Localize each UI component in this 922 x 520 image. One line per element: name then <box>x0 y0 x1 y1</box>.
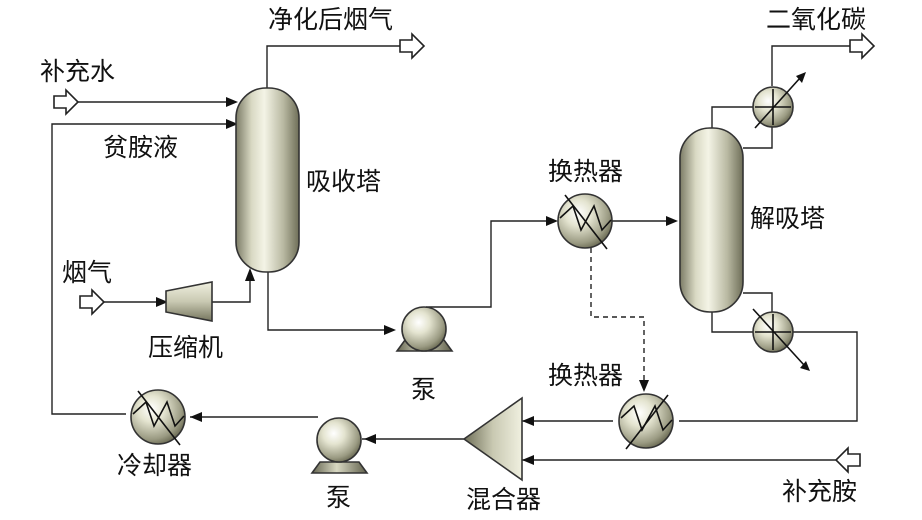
stream-terminals <box>53 32 876 474</box>
terminal-makeup-amine-icon <box>834 446 861 474</box>
label-flue-gas: 烟气 <box>62 258 112 287</box>
mixer-icon <box>462 396 523 482</box>
arrow-to-mixer-top <box>522 416 534 426</box>
terminal-clean-gas-icon <box>399 32 426 60</box>
line-co2 <box>771 45 850 86</box>
line-condenser-return <box>743 127 773 149</box>
arrow-to-cooler <box>190 412 202 422</box>
label-makeup-water: 补充水 <box>40 57 115 86</box>
line-desorber-to-reboiler <box>711 311 755 333</box>
desorber-column <box>679 127 744 313</box>
line-comp-to-absorber <box>212 278 251 303</box>
line-heat-link <box>590 248 645 384</box>
label-desorber: 解吸塔 <box>750 204 825 233</box>
lean-pump-icon <box>310 417 369 474</box>
arrow-heat-link <box>639 380 649 392</box>
terminal-makeup-water-icon <box>53 88 80 116</box>
compressor-icon <box>165 281 213 322</box>
arrow-to-desorber <box>666 216 678 226</box>
label-co2: 二氧化碳 <box>766 5 866 34</box>
flow-arrows <box>156 97 678 465</box>
condenser-icon <box>752 72 806 129</box>
line-clean-gas <box>266 45 400 90</box>
line-reboiler-vapor <box>743 292 773 312</box>
arrow-to-lean-pump <box>364 434 376 444</box>
heat-exchanger-top-icon <box>557 193 613 250</box>
terminal-flue-gas-icon <box>79 288 106 316</box>
label-mixer: 混合器 <box>466 485 541 514</box>
label-heat-exchanger-bottom: 换热器 <box>548 361 623 390</box>
heat-exchanger-bottom-icon <box>618 393 674 450</box>
label-heat-exchanger-top: 换热器 <box>548 157 623 186</box>
arrow-water-in <box>226 97 238 107</box>
rich-pump-icon <box>395 306 454 352</box>
label-cooler: 冷却器 <box>117 451 192 480</box>
arrow-gas-in <box>245 268 255 281</box>
line-pump-to-hx <box>426 220 548 308</box>
arrow-to-mixer-bottom <box>522 455 534 465</box>
line-lean-amine <box>51 123 228 415</box>
line-reboiler-to-hx <box>679 331 858 422</box>
label-lean-pump: 泵 <box>326 483 351 512</box>
process-lines <box>51 45 858 461</box>
cooler-icon <box>130 389 186 446</box>
label-makeup-amine: 补充胺 <box>782 477 857 506</box>
reboiler-icon <box>752 308 810 371</box>
label-clean-flue-gas: 净化后烟气 <box>268 5 393 34</box>
line-absorber-to-pump <box>267 272 386 331</box>
label-absorber: 吸收塔 <box>306 167 381 196</box>
arrow-lean-in <box>226 119 238 129</box>
line-desorber-to-condenser <box>711 106 754 128</box>
terminal-co2-icon <box>849 32 876 60</box>
arrow-to-hx <box>546 216 558 226</box>
labels: 净化后烟气 补充水 贫胺液 吸收塔 烟气 压缩机 泵 换热器 解吸塔 二氧化碳 … <box>40 5 866 514</box>
label-compressor: 压缩机 <box>148 333 223 362</box>
label-rich-pump: 泵 <box>411 375 436 404</box>
arrow-to-rich-pump <box>384 325 396 335</box>
arrow-to-compressor <box>156 297 168 307</box>
label-lean-amine: 贫胺液 <box>103 133 178 162</box>
absorber-column <box>235 87 300 273</box>
